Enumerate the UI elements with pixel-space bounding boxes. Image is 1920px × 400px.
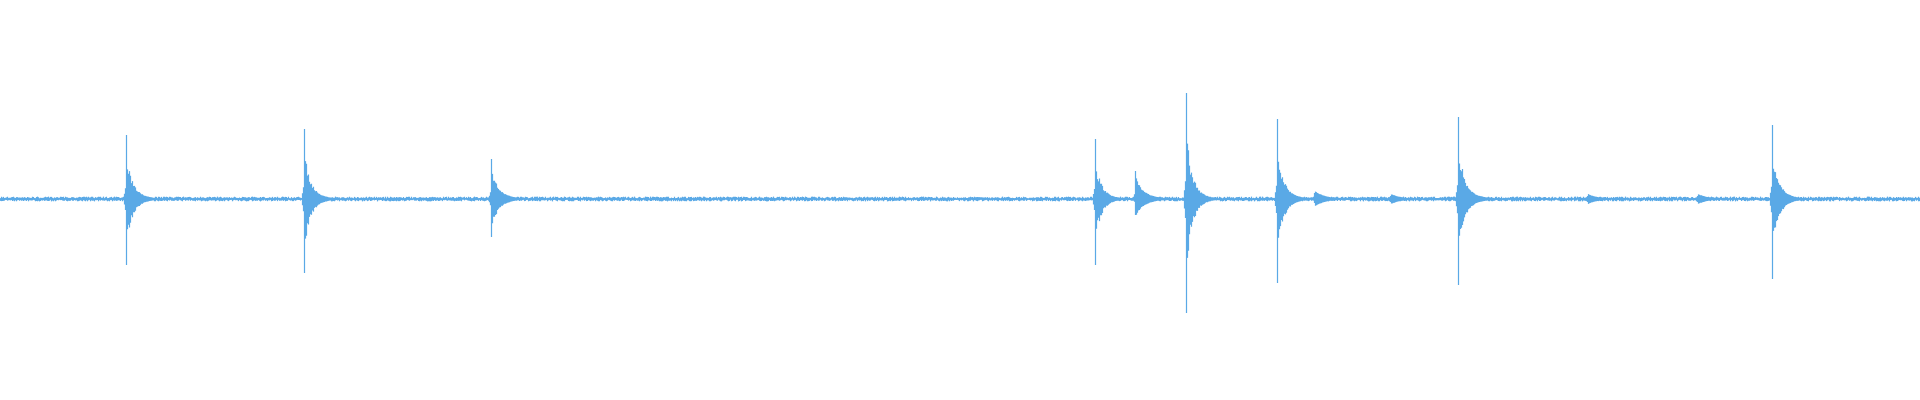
waveform-lines — [0, 93, 1920, 313]
waveform-path — [0, 93, 1920, 313]
